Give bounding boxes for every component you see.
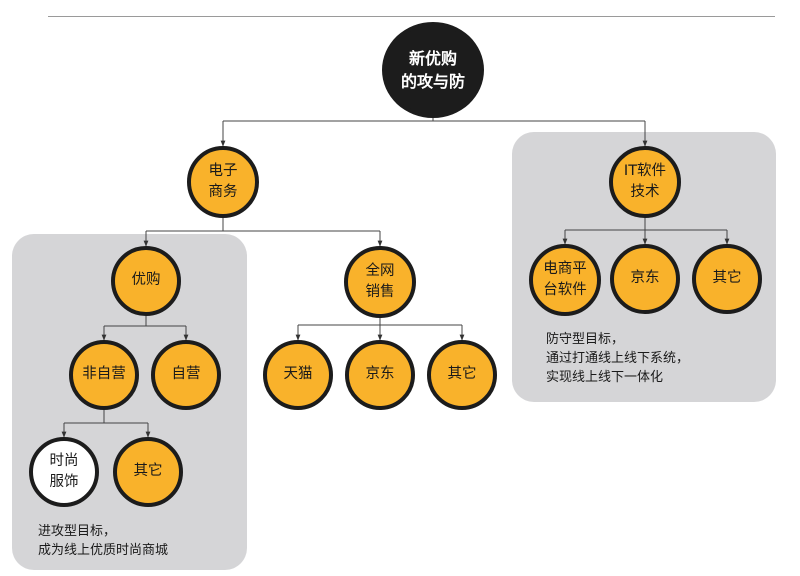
node-non-self: 非自营	[69, 340, 139, 410]
node-online-other: 其它	[427, 340, 497, 410]
node-fashion: 时尚 服饰	[29, 437, 99, 507]
node-ec-platform: 电商平 台软件	[529, 244, 601, 316]
node-non-self-other: 其它	[113, 437, 183, 507]
node-online-jd: 京东	[345, 340, 415, 410]
node-online-sales: 全网 销售	[344, 246, 416, 318]
node-self: 自营	[151, 340, 221, 410]
offense-note: 进攻型目标， 成为线上优质时尚商城	[38, 524, 169, 558]
top-rule	[48, 16, 775, 17]
node-tmall: 天猫	[263, 340, 333, 410]
node-youguo: 优购	[111, 246, 181, 316]
node-it-other: 其它	[692, 244, 762, 314]
node-it-software: IT软件 技术	[609, 146, 681, 218]
defense-note: 防守型目标， 通过打通线上线下系统， 实现线上线下一体化	[546, 332, 690, 385]
node-it-jd: 京东	[610, 244, 680, 314]
node-ecommerce: 电子 商务	[187, 146, 259, 218]
root-node: 新优购 的攻与防	[382, 22, 484, 118]
